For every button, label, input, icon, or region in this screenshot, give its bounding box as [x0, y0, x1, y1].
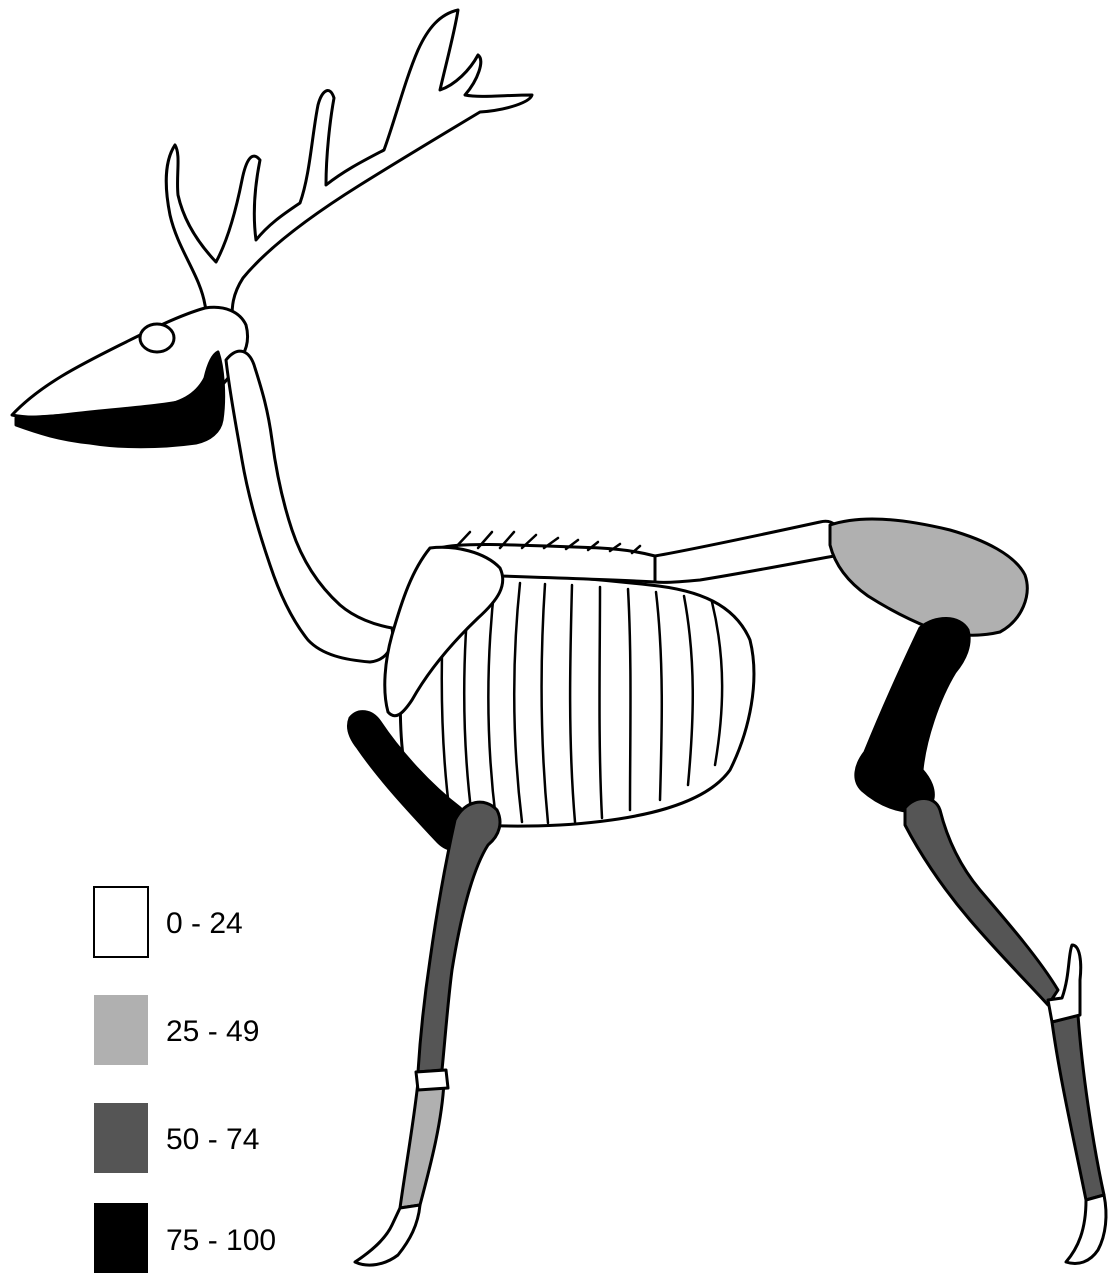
legend-swatch-75-100 [94, 1203, 148, 1273]
legend-label-50-74: 50 - 74 [166, 1123, 259, 1156]
legend-swatch-25-49 [94, 995, 148, 1065]
metacarpal [400, 1082, 444, 1208]
pelvis [830, 519, 1027, 635]
tibia [905, 798, 1058, 1005]
radius-ulna [418, 802, 500, 1072]
cervical-vertebrae [226, 351, 393, 662]
legend-label-25-49: 25 - 49 [166, 1015, 259, 1048]
metatarsal [1052, 1015, 1104, 1200]
lumbar-vertebrae [655, 521, 840, 582]
legend-swatch-50-74 [94, 1103, 148, 1173]
eye-orbit [140, 324, 174, 352]
legend-swatch-0-24 [94, 887, 148, 957]
femur [856, 618, 969, 812]
legend-label-0-24: 0 - 24 [166, 907, 243, 940]
legend: 0 - 24 25 - 49 50 - 74 75 - 100 [94, 887, 276, 1273]
phalanges [355, 945, 1106, 1265]
legend-label-75-100: 75 - 100 [166, 1224, 276, 1257]
antler [166, 10, 532, 318]
